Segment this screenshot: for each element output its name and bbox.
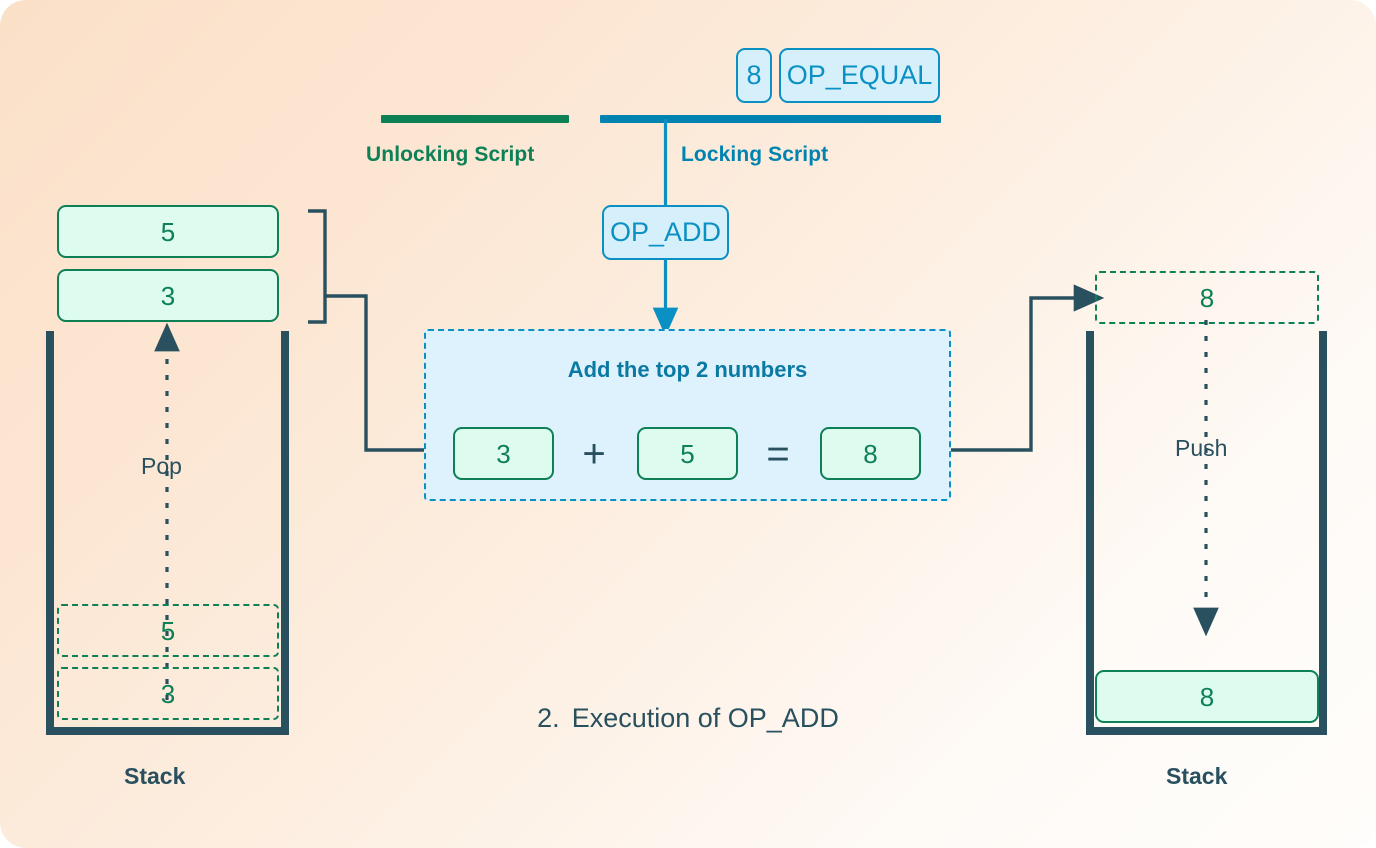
left-stack-ghost-item-5: 5 [57, 604, 279, 657]
operation-result: 8 [820, 427, 921, 480]
figure-caption: 2. Execution of OP_ADD [0, 703, 1376, 734]
operation-title: Add the top 2 numbers [567, 357, 808, 382]
figure-caption-text: Execution of OP_ADD [571, 703, 839, 733]
equals-icon: = [766, 431, 790, 476]
right-stack-wall-left [1086, 331, 1094, 735]
token-op-equal[interactable]: OP_EQUAL [779, 48, 940, 103]
right-stack-item-8: 8 [1095, 670, 1319, 723]
left-stack-wall-left [46, 331, 54, 735]
right-stack-base [1086, 727, 1327, 735]
unlocking-script-bar [381, 115, 569, 123]
left-stack-wall-right [281, 331, 289, 735]
figure-caption-number: 2. [537, 703, 560, 733]
operation-panel: Add the top 2 numbers 3 + 5 = 8 [424, 329, 951, 501]
left-stack-popped-item-5: 5 [57, 205, 279, 258]
locking-script-bar [600, 115, 941, 123]
left-stack-caption: Stack [124, 763, 186, 789]
right-stack-incoming-item-8: 8 [1095, 271, 1319, 324]
wire-pop-to-panel [325, 294, 424, 452]
unlocking-script-label: Unlocking Script [366, 143, 535, 166]
operand-b: 5 [637, 427, 738, 480]
left-stack-ghost-item-3: 3 [57, 667, 279, 720]
operand-a: 3 [453, 427, 554, 480]
right-stack-wall-right [1319, 331, 1327, 735]
locking-script-label: Locking Script [681, 143, 829, 166]
pop-label: Pop [141, 453, 182, 479]
token-op-add[interactable]: OP_ADD [602, 205, 729, 260]
token-value-8[interactable]: 8 [736, 48, 772, 103]
wire-panel-to-push [951, 284, 1105, 452]
left-stack-base [46, 727, 289, 735]
left-stack-popped-item-3: 3 [57, 269, 279, 322]
wire-pop-bracket [308, 209, 327, 324]
push-label: Push [1175, 435, 1228, 461]
right-stack-caption: Stack [1166, 763, 1228, 789]
plus-icon: + [582, 431, 606, 476]
